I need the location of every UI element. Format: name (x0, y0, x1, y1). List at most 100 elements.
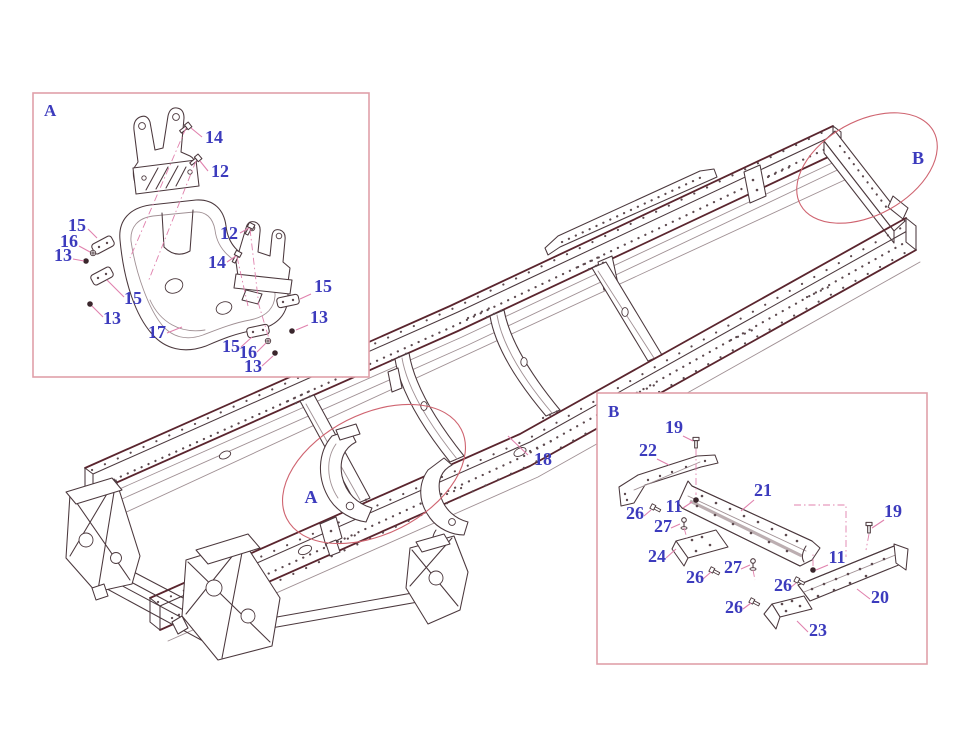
drawing-line (694, 549, 698, 553)
drawing-line (700, 494, 704, 498)
drawing-line (823, 140, 895, 244)
rear-crossmember (823, 130, 909, 244)
drawing-line (816, 594, 820, 598)
drawing-line (195, 533, 261, 565)
drawing-line (870, 562, 874, 566)
drawing-line (294, 393, 315, 405)
drawing-line (689, 499, 803, 558)
mounting-plates-15 (90, 235, 300, 339)
callout-19: 19 (884, 501, 902, 521)
drawing-line (286, 388, 314, 403)
drawing-line (751, 178, 755, 182)
leader-line (299, 293, 312, 300)
callout-15: 15 (124, 288, 142, 308)
drawing-line (129, 127, 187, 259)
callout-12: 12 (220, 223, 238, 243)
drawing-line (155, 166, 169, 190)
drawing-line (448, 518, 456, 526)
drawing-line (84, 125, 834, 469)
drawing-line (90, 266, 114, 286)
drawing-line (147, 160, 197, 283)
part-22-arm-bracket (618, 454, 719, 507)
drawing-line (98, 142, 838, 488)
leader-line (72, 258, 85, 262)
main-frame-drawing (65, 125, 921, 661)
callout-26: 26 (686, 567, 704, 587)
drawing-line (138, 122, 146, 130)
callout-19: 19 (665, 417, 683, 437)
callout-20: 20 (871, 587, 889, 607)
drawing-line (784, 609, 788, 613)
drawing-line (438, 484, 468, 499)
leader-line (656, 458, 670, 466)
drawing-line (700, 535, 704, 539)
drawing-line (823, 130, 906, 232)
callout-15: 15 (222, 336, 240, 356)
drawing-line (161, 209, 194, 255)
part-rear-mount-towers (233, 221, 293, 305)
drawing-line (846, 572, 850, 576)
drawing-line (784, 533, 788, 537)
drawing-line (71, 495, 131, 581)
drawing-line (683, 527, 688, 539)
drawing-line (544, 168, 718, 256)
drawing-line (882, 557, 886, 561)
drawing-line (832, 588, 836, 592)
drawing-line (767, 540, 771, 544)
detail-ellipse-b (796, 112, 938, 224)
drawing-line (104, 272, 108, 276)
drawing-line (172, 113, 180, 121)
drawing-line (848, 581, 852, 585)
drawing-line (810, 567, 816, 573)
drawing-line (864, 574, 868, 578)
callout-23: 23 (809, 620, 827, 640)
drawing-line (119, 171, 863, 516)
drawing-line (281, 300, 285, 304)
leader-line (106, 279, 125, 298)
drawing-line (865, 533, 870, 551)
drawing-line (92, 131, 842, 475)
drawing-line (785, 549, 789, 553)
callout-11: 11 (665, 496, 682, 516)
part-20-long-bracket (797, 543, 909, 602)
drawing-line (834, 577, 838, 581)
drawing-line (401, 357, 458, 460)
drawing-line (420, 457, 469, 536)
drawing-line (233, 273, 293, 295)
drawing-line (92, 150, 842, 494)
inset-a: A (32, 92, 370, 378)
drawing-line (838, 144, 892, 214)
inset-b-assembly-axes (683, 449, 870, 581)
drawing-line (319, 429, 373, 523)
callouts-main: 18 (507, 435, 552, 469)
drawing-line (731, 522, 735, 526)
drawing-line (690, 538, 694, 542)
leader-line (742, 602, 752, 610)
drawing-line (766, 164, 794, 179)
leader-line (190, 127, 203, 138)
engine-mount-brackets (319, 423, 469, 557)
drawing-line (752, 569, 756, 581)
leader-line (670, 523, 681, 529)
callout-27: 27 (724, 557, 742, 577)
callout-13: 13 (310, 307, 328, 327)
drawing-line (187, 169, 193, 175)
drawing-line (187, 561, 271, 643)
leader-line (226, 255, 237, 263)
near-frame-rail (149, 217, 921, 642)
drawing-line (805, 283, 835, 299)
drawing-line (691, 485, 813, 542)
inset-a-fasteners (83, 121, 295, 356)
callout-21: 21 (754, 480, 772, 500)
callout-22: 22 (639, 440, 657, 460)
drawing-line (496, 314, 553, 414)
drawing-line (693, 497, 699, 503)
leader-line (91, 305, 104, 318)
leader-line (261, 355, 274, 367)
drawing-line (264, 337, 272, 345)
callout-A: A (305, 487, 318, 507)
drawing-line (141, 175, 147, 181)
callout-B: B (912, 148, 924, 168)
drawing-line (297, 544, 313, 556)
drawing-line (893, 543, 909, 571)
